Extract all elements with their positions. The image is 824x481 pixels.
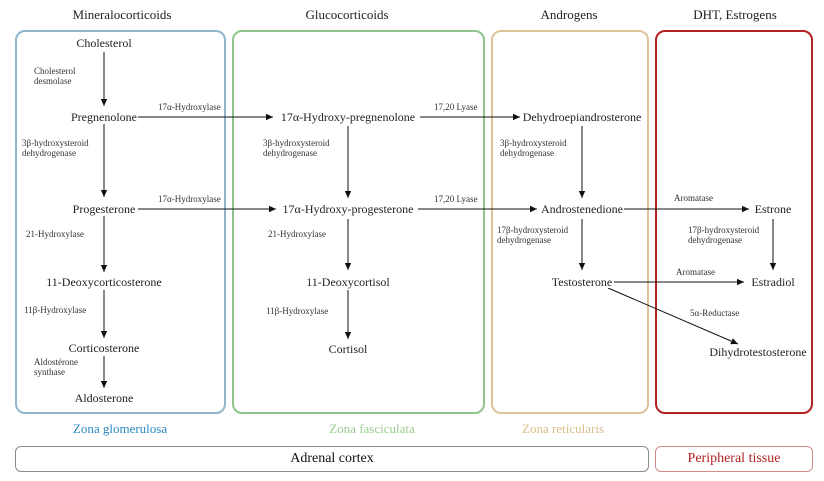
- enzyme-21-hydroxylase-fasciculata: 21-Hydroxylase: [268, 229, 326, 239]
- enzyme-label-line: 17β-hydroxysteroid: [497, 225, 569, 235]
- arrow-testosterone-dht: [607, 287, 739, 345]
- enzyme-3b-hsd-fasciculata: 3β-hydroxysteroid dehydrogenase: [263, 138, 330, 159]
- enzyme-lyase-row2: 17,20 Lyase: [434, 194, 478, 204]
- node-aldosterone: Aldosterone: [73, 391, 135, 405]
- enzyme-label-line: 17β-hydroxysteroid: [688, 225, 760, 235]
- adrenal-cortex-bar: Adrenal cortex: [15, 446, 649, 472]
- node-corticosterone: Corticosterone: [67, 341, 141, 355]
- node-deoxycortisol: 11-Deoxycortisol: [305, 275, 391, 289]
- node-hydroxy-progesterone: 17α-Hydroxy-progesterone: [281, 202, 415, 216]
- enzyme-aromatase-row2: Aromatase: [676, 267, 715, 277]
- enzyme-label-line: dehydrogenase: [497, 235, 551, 246]
- enzyme-label-line: dehydrogenase: [688, 235, 742, 246]
- enzyme-17b-hsd-reticularis: 17β-hydroxysteroid dehydrogenase: [497, 225, 568, 246]
- enzyme-label-line: dehydrogenase: [22, 148, 76, 159]
- node-testosterone: Testosterone: [550, 275, 614, 289]
- enzyme-17a-hydroxylase-row1: 17α-Hydroxylase: [158, 102, 221, 112]
- zona-glomerulosa-box: [15, 30, 226, 414]
- peripheral-box: [655, 30, 813, 414]
- zona-reticularis-box: [491, 30, 649, 414]
- node-dhea: Dehydroepiandrosterone: [521, 110, 643, 124]
- column-title-androgens: Androgens: [540, 7, 598, 22]
- zona-fasciculata-box: [232, 30, 485, 414]
- enzyme-17b-hsd-peripheral: 17β-hydroxysteroid dehydrogenase: [688, 225, 759, 246]
- enzyme-cholesterol-desmolase: Cholesterol desmolase: [34, 66, 76, 87]
- node-progesterone: Progesterone: [71, 202, 137, 216]
- enzyme-21-hydroxylase-glomerulosa: 21-Hydroxylase: [26, 229, 84, 239]
- enzyme-label-line: Cholesterol: [34, 66, 76, 76]
- enzyme-label-line: dehydrogenase: [500, 148, 554, 159]
- node-estradiol: Estradiol: [750, 275, 796, 289]
- enzyme-11b-hydroxylase-fasciculata: 11β-Hydroxylase: [266, 306, 329, 316]
- enzyme-label-line: Aldostérone: [34, 357, 78, 367]
- node-cortisol: Cortisol: [327, 342, 369, 356]
- node-dht: Dihydrotestosterone: [708, 345, 808, 359]
- peripheral-tissue-bar: Peripheral tissue: [655, 446, 813, 472]
- enzyme-aldosterone-synthase: Aldostérone synthase: [34, 357, 78, 378]
- node-cholesterol: Cholesterol: [75, 36, 133, 50]
- enzyme-aromatase-row1: Aromatase: [674, 193, 713, 203]
- enzyme-label-line: 3β-hydroxysteroid: [263, 138, 330, 148]
- node-estrone: Estrone: [753, 202, 793, 216]
- column-title-mineralocorticoids: Mineralocorticoids: [72, 7, 172, 22]
- zone-label-fasciculata: Zona fasciculata: [329, 421, 415, 436]
- enzyme-lyase-row1: 17,20 Lyase: [434, 102, 478, 112]
- enzyme-3b-hsd-reticularis: 3β-hydroxysteroid dehydrogenase: [500, 138, 567, 159]
- enzyme-17a-hydroxylase-row2: 17α-Hydroxylase: [158, 194, 221, 204]
- peripheral-tissue-label: Peripheral tissue: [687, 451, 781, 466]
- column-title-glucocorticoids: Glucocorticoids: [305, 7, 389, 22]
- adrenal-cortex-label: Adrenal cortex: [290, 451, 374, 466]
- enzyme-label-line: 3β-hydroxysteroid: [22, 138, 89, 148]
- enzyme-label-line: synthase: [34, 367, 65, 378]
- enzyme-5a-reductase: 5α-Reductase: [690, 308, 740, 318]
- enzyme-3b-hsd-glomerulosa: 3β-hydroxysteroid dehydrogenase: [22, 138, 89, 159]
- node-androstenedione: Androstenedione: [540, 202, 624, 216]
- zone-label-glomerulosa: Zona glomerulosa: [72, 421, 168, 436]
- enzyme-11b-hydroxylase-glomerulosa: 11β-Hydroxylase: [24, 305, 87, 315]
- enzyme-label-line: dehydrogenase: [263, 148, 317, 159]
- enzyme-label-line: desmolase: [34, 76, 72, 87]
- node-hydroxy-pregnenolone: 17α-Hydroxy-pregnenolone: [279, 110, 417, 124]
- node-deoxycorticosterone: 11-Deoxycorticosterone: [45, 275, 163, 289]
- enzyme-label-line: 3β-hydroxysteroid: [500, 138, 567, 148]
- column-title-dht-estrogens: DHT, Estrogens: [693, 7, 777, 22]
- node-pregnenolone: Pregnenolone: [70, 110, 138, 124]
- zone-label-reticularis: Zona reticularis: [522, 421, 604, 436]
